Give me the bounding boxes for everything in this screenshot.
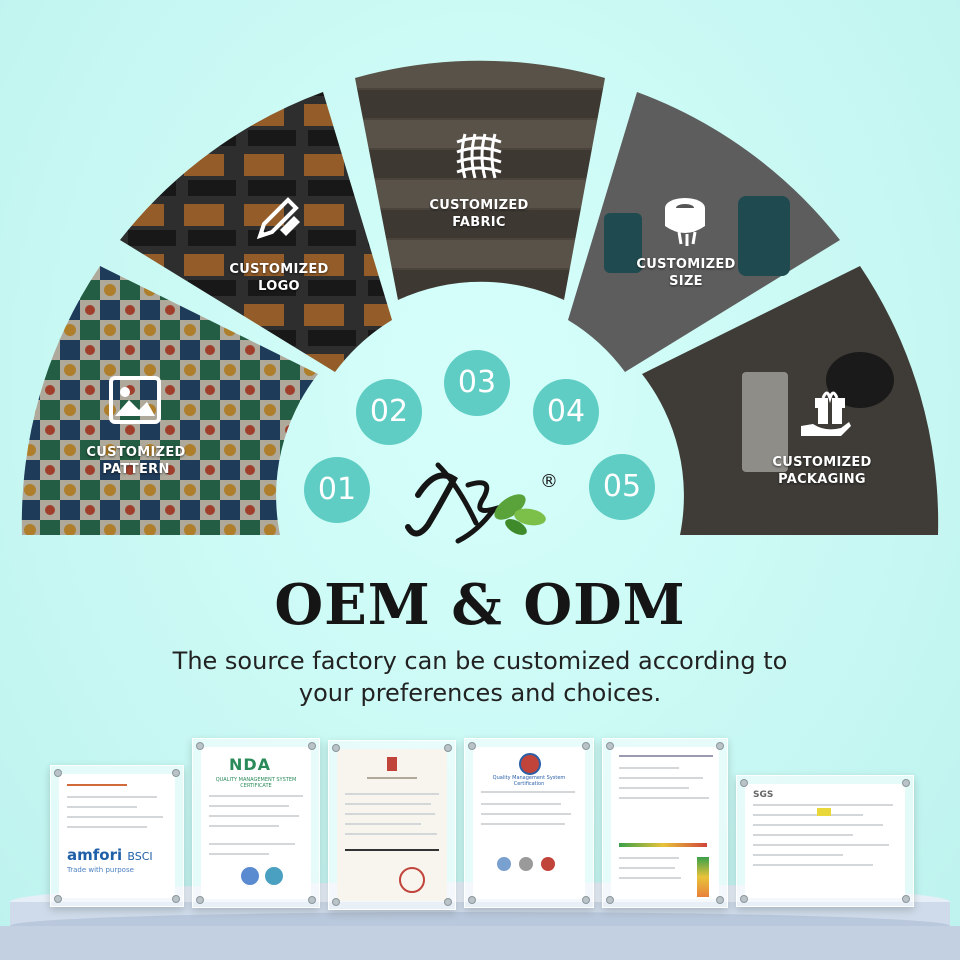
step-number-03: 03 xyxy=(444,350,510,416)
segment-fabric-shade xyxy=(355,60,605,301)
amfori-logo-text: amfori xyxy=(67,846,123,864)
suitcase-large xyxy=(738,196,790,276)
certificate-bsci: amfori BSCI Trade with purpose xyxy=(50,765,184,907)
nda-logo-text: NDA xyxy=(229,755,272,774)
segment-label-fabric: CUSTOMIZED FABRIC xyxy=(409,197,549,231)
gift-hand-icon xyxy=(801,391,851,436)
step-number-02: 02 xyxy=(356,379,422,445)
quality-cert-heading: Quality Management System Certification xyxy=(492,775,566,787)
certificate-energy-report xyxy=(602,738,728,908)
nda-heading: QUALITY MANAGEMENT SYSTEM CERTIFICATE xyxy=(215,777,297,789)
image-icon xyxy=(109,376,161,424)
segment-label-logo: CUSTOMIZED LOGO xyxy=(209,261,349,295)
packaging-box xyxy=(742,372,788,472)
certificate-nda: NDA QUALITY MANAGEMENT SYSTEM CERTIFICAT… xyxy=(192,738,320,908)
size-label-line2: SIZE xyxy=(669,274,703,289)
certificate-sgs: SGS xyxy=(736,775,914,907)
fabric-label-line2: FABRIC xyxy=(452,215,506,230)
logo-label-line1: CUSTOMIZED xyxy=(229,262,329,277)
logo-label-line2: LOGO xyxy=(258,279,300,294)
page-subtitle: The source factory can be customized acc… xyxy=(120,645,840,709)
pattern-label-line1: CUSTOMIZED xyxy=(86,445,186,460)
page-title: OEM & ODM xyxy=(274,572,686,638)
sgs-logo-text: SGS xyxy=(753,790,774,800)
segment-size-bg xyxy=(568,92,840,372)
packaging-label-line1: CUSTOMIZED xyxy=(772,455,872,470)
tape-measure-icon xyxy=(665,198,705,246)
step-number-04: 04 xyxy=(533,379,599,445)
brand-logo: ® xyxy=(405,462,558,544)
certificate-quality-system: Quality Management System Certification xyxy=(464,738,594,908)
fabric-weave-icon xyxy=(456,133,502,179)
registered-mark: ® xyxy=(540,471,558,492)
step-number-05: 05 xyxy=(589,454,655,520)
segment-pattern-shade xyxy=(21,266,319,535)
segment-logo-shade xyxy=(120,92,392,372)
subtitle-line1: The source factory can be customized acc… xyxy=(172,647,788,675)
suitcase-small xyxy=(604,213,642,273)
segment-label-size: CUSTOMIZED SIZE xyxy=(616,256,756,290)
segment-fabric-bg xyxy=(355,60,605,301)
certificate-quality-paper: Quality Management System Certification xyxy=(473,747,585,899)
certificate-energy-paper xyxy=(611,747,719,899)
segment-label-pattern: CUSTOMIZED PATTERN xyxy=(66,444,206,478)
segment-packaging-bg xyxy=(642,266,939,535)
fabric-label-line1: CUSTOMIZED xyxy=(429,198,529,213)
segment-logo-bg xyxy=(120,92,392,372)
certificate-nda-paper: NDA QUALITY MANAGEMENT SYSTEM CERTIFICAT… xyxy=(201,747,311,899)
bsci-logo-text: BSCI xyxy=(127,850,153,863)
certificate-sgs-paper: SGS xyxy=(745,784,905,898)
segment-pattern-bg xyxy=(21,266,319,535)
certificate-bsci-paper: amfori BSCI Trade with purpose xyxy=(59,774,175,898)
packaging-pouch xyxy=(826,352,894,408)
amfori-tagline: Trade with purpose xyxy=(67,866,134,874)
pencil-ruler-icon xyxy=(256,197,300,240)
packaging-label-line2: PACKAGING xyxy=(778,472,866,487)
subtitle-line2: your preferences and choices. xyxy=(298,679,662,707)
certificate-patent xyxy=(328,740,456,910)
step-number-01: 01 xyxy=(304,457,370,523)
pattern-label-line2: PATTERN xyxy=(102,462,170,477)
segment-label-packaging: CUSTOMIZED PACKAGING xyxy=(752,454,892,488)
size-label-line1: CUSTOMIZED xyxy=(636,257,736,272)
certificate-patent-paper xyxy=(337,749,447,901)
